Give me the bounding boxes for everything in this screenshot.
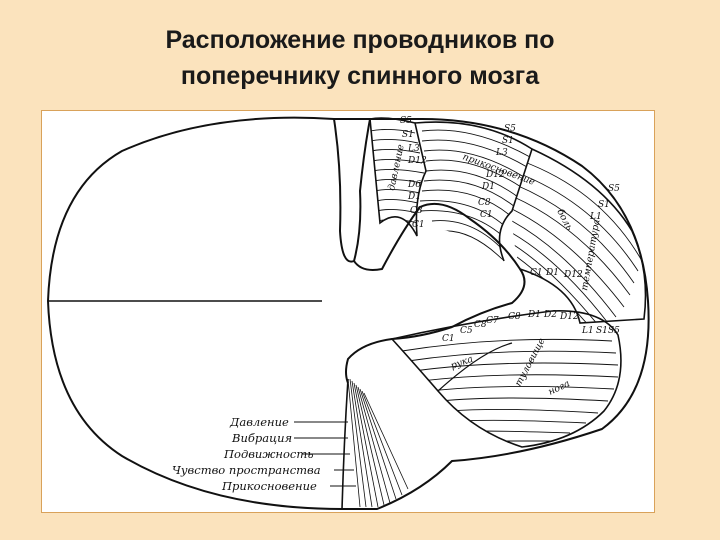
seg-lat-0: S5: [608, 184, 620, 194]
seg-dorsal-3: D12: [407, 156, 427, 166]
title-line-1: Расположение проводников по: [165, 26, 555, 54]
seg-vent-7: D12: [559, 312, 579, 322]
seg-vent-4: C8: [508, 312, 521, 322]
seg-vent-10: S5: [608, 326, 620, 336]
tract-leg: нога: [547, 378, 572, 398]
seg-vent-2: C8: [474, 320, 487, 330]
ventral-tract-border: [390, 310, 622, 448]
label-vibration: Вибрация: [231, 431, 292, 445]
seg-dl-4: D1: [481, 182, 495, 192]
ventral-inner-border: [437, 342, 513, 392]
seg-lat-5: C1: [530, 268, 543, 278]
label-touch: Прикосновение: [221, 479, 317, 493]
leader-lines: [294, 421, 356, 487]
seg-dl-0: S5: [504, 124, 516, 134]
seg-dorsal-0: S5: [400, 116, 412, 126]
seg-vent-0: C1: [442, 334, 455, 344]
dorsal-tract-border: [369, 117, 427, 237]
gray-matter-outline: [345, 203, 526, 384]
seg-lat-1: S1: [598, 200, 610, 210]
tract-pressure: давление: [386, 143, 407, 192]
tract-trunk: туловище: [513, 336, 548, 388]
seg-dl-3: D12: [485, 170, 505, 180]
diagram-canvas: Давление Вибрация Подвижность Чувство пр…: [46, 116, 650, 510]
seg-dl-2: L3: [495, 148, 508, 158]
seg-dorsal-2: L3: [407, 144, 420, 154]
seg-vent-5: D1: [527, 310, 541, 320]
tract-temperature: температура: [579, 218, 602, 291]
seg-vent-1: C5: [460, 326, 473, 336]
title-line-2: поперечнику спинного мозга: [180, 62, 540, 90]
cord-outline: [46, 116, 650, 510]
seg-lat-2: L1: [589, 212, 602, 222]
seg-vent-8: L1: [581, 326, 594, 336]
seg-vent-9: S1: [596, 326, 608, 336]
label-spatial-sense: Чувство пространства: [172, 463, 321, 477]
seg-vent-3: C7: [486, 316, 499, 326]
label-pressure: Давление: [229, 415, 289, 429]
ventral-tract-hatching: [401, 338, 619, 442]
dorsolateral-tract-border: [414, 121, 533, 262]
tract-pain: боль: [554, 207, 574, 232]
label-mobility: Подвижность: [223, 447, 314, 461]
lateral-tract-hatching: [512, 160, 643, 323]
dorsolateral-tract-hatching: [419, 129, 531, 262]
slide-title: Расположение проводников по поперечнику …: [0, 22, 720, 94]
seg-dl-5: C8: [478, 198, 491, 208]
seg-lat-4: D1: [545, 268, 559, 278]
seg-dorsal-6: C8: [410, 206, 423, 216]
seg-dorsal-7: C1: [412, 220, 425, 230]
tract-hand: рука: [449, 354, 475, 372]
spinal-cord-diagram: Давление Вибрация Подвижность Чувство пр…: [41, 110, 655, 513]
seg-dl-1: S1: [502, 136, 514, 146]
dorsal-tract-hatching: [370, 128, 425, 224]
seg-dl-6: C1: [480, 210, 493, 220]
dorsal-septum: [333, 118, 371, 263]
seg-dorsal-5: D1: [407, 192, 421, 202]
seg-dorsal-4: D6: [407, 180, 421, 190]
seg-vent-6: D2: [543, 310, 557, 320]
ventral-fissure: [341, 378, 349, 510]
seg-dorsal-1: S1: [402, 130, 414, 140]
lateral-tract-border: [519, 148, 647, 324]
ventral-fan-lines: [347, 378, 409, 508]
seg-lat-3: D12: [563, 270, 583, 280]
